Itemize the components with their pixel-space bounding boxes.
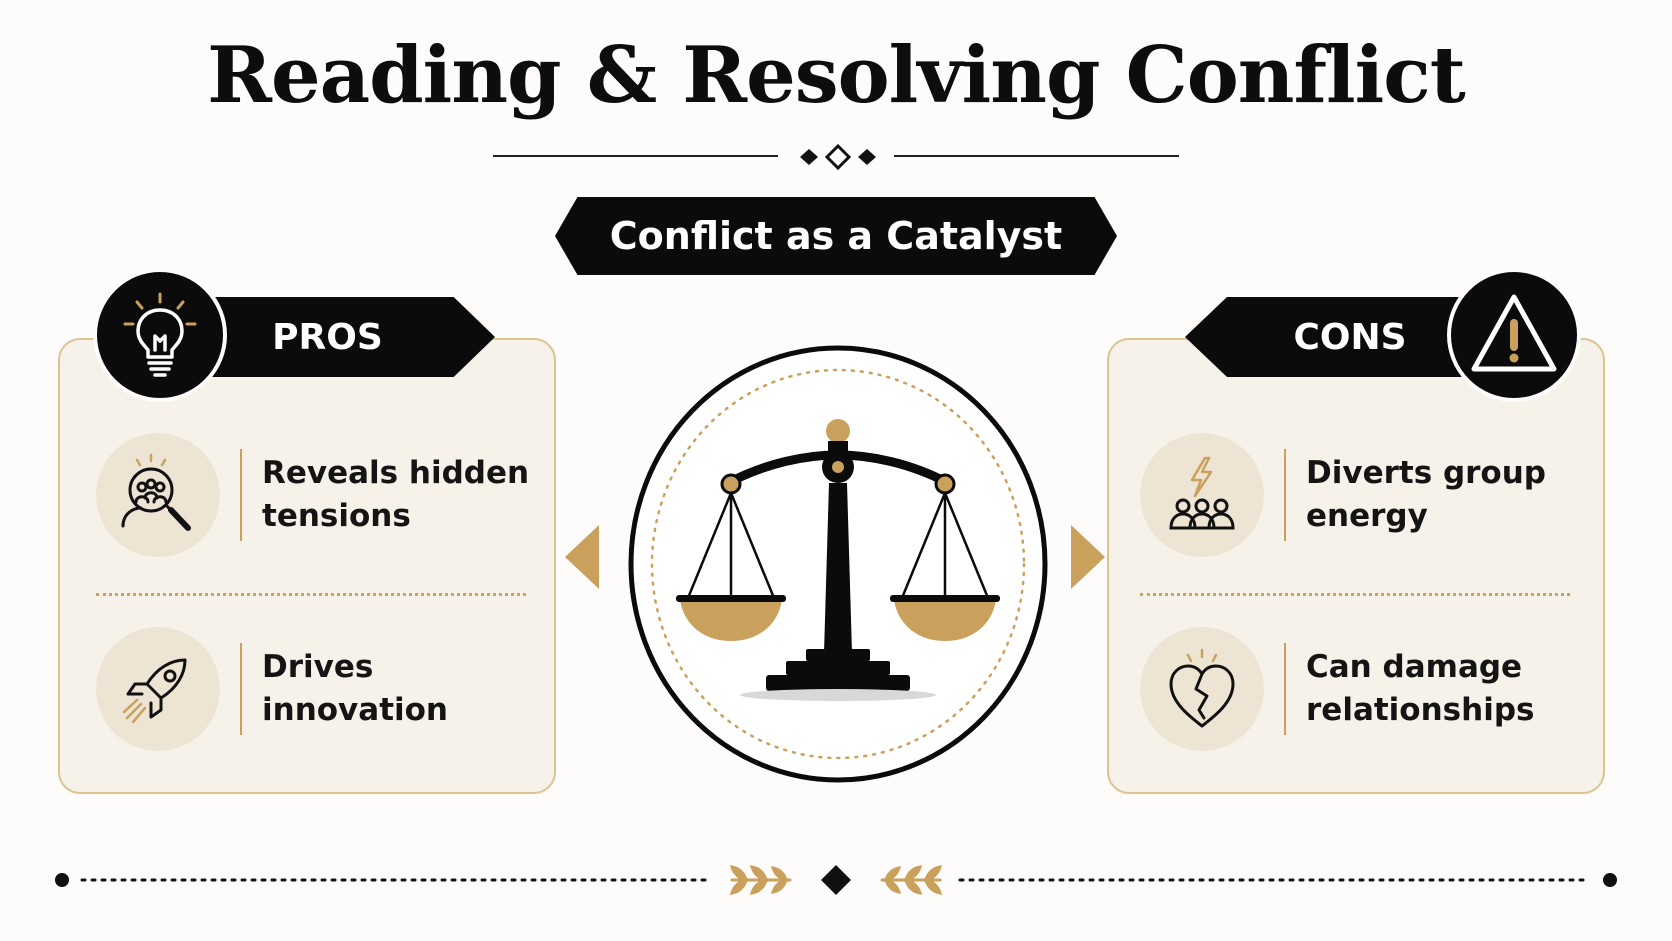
footer-ornament bbox=[55, 865, 1617, 895]
item-icon-circle bbox=[96, 627, 220, 751]
item-icon-circle bbox=[1140, 627, 1264, 751]
diamond-ornament-icon bbox=[800, 144, 876, 170]
left-arrow-icon bbox=[565, 525, 599, 589]
balance-scale-emblem bbox=[628, 345, 1048, 783]
pros-item: Drives innovation bbox=[96, 627, 542, 751]
cons-item-text: Can damage relationships bbox=[1306, 649, 1535, 728]
laurel-left-icon bbox=[729, 865, 792, 895]
rocket-icon bbox=[122, 658, 187, 724]
item-icon-circle bbox=[96, 433, 220, 557]
pros-item: Reveals hidden tensions bbox=[96, 433, 542, 557]
pros-item-text: Reveals hidden tensions bbox=[262, 455, 530, 534]
laurel-right-icon bbox=[880, 865, 943, 895]
cons-separator bbox=[1140, 593, 1570, 596]
cons-item-text: Diverts group energy bbox=[1306, 455, 1546, 534]
footer-diamond-icon bbox=[821, 865, 851, 895]
item-divider bbox=[240, 449, 242, 541]
people-magnifier-icon bbox=[121, 453, 191, 531]
catalyst-banner: Conflict as a Catalyst bbox=[555, 197, 1117, 275]
warning-triangle-icon bbox=[1471, 294, 1557, 372]
title-rule-right bbox=[894, 155, 1179, 157]
cons-tab: CONS bbox=[1185, 297, 1485, 377]
lightning-group-icon bbox=[1169, 456, 1235, 530]
lightbulb-badge bbox=[93, 268, 227, 402]
title-rule-left bbox=[493, 155, 778, 157]
page-title: Reading & Resolving Conflict bbox=[207, 30, 1466, 121]
cons-item: Diverts group energy bbox=[1140, 433, 1586, 557]
cons-item: Can damage relationships bbox=[1140, 627, 1586, 751]
balance-scale-icon bbox=[676, 419, 1000, 701]
item-divider bbox=[1284, 643, 1286, 735]
item-divider bbox=[1284, 449, 1286, 541]
pros-tab: PROS bbox=[200, 297, 495, 377]
item-icon-circle bbox=[1140, 433, 1264, 557]
lightbulb-icon bbox=[123, 292, 197, 377]
item-divider bbox=[240, 643, 242, 735]
right-arrow-icon bbox=[1071, 525, 1105, 589]
broken-heart-icon bbox=[1169, 648, 1235, 728]
warning-badge bbox=[1447, 268, 1581, 402]
pros-item-text: Drives innovation bbox=[262, 649, 448, 728]
pros-separator bbox=[96, 593, 526, 596]
